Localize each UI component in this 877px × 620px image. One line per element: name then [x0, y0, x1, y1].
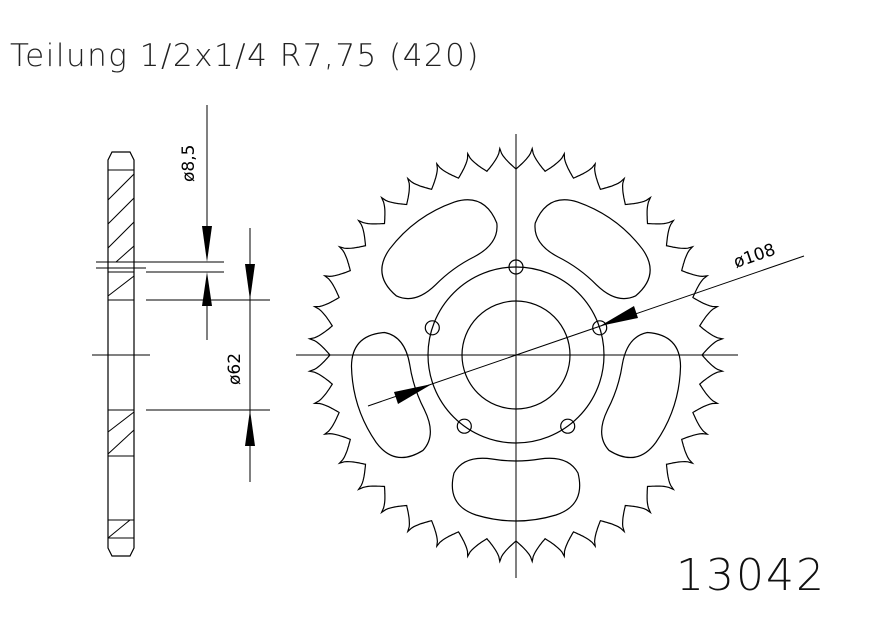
- bolt-hole-diameter-label: ø8,5: [179, 145, 199, 182]
- bolt-circle-dimension: ø62: [146, 228, 270, 482]
- bolt-holes: [424, 259, 608, 434]
- center-bore: [461, 300, 571, 410]
- bolt-hole: [456, 418, 472, 434]
- lightening-hole: [601, 331, 682, 459]
- bolt-hole: [592, 320, 608, 336]
- lightening-holes: [350, 199, 682, 522]
- side-view: [92, 151, 150, 557]
- chain-pitch-title: Teilung 1/2x1/4 R7,75 (420): [10, 38, 480, 74]
- lightening-hole: [534, 199, 651, 300]
- bolt-hole: [560, 418, 576, 434]
- hub-circle: [427, 266, 605, 444]
- sprocket-front-view: ø108: [296, 134, 805, 578]
- part-number: 13042: [676, 550, 826, 601]
- lightening-hole: [381, 199, 498, 300]
- bolt-hole: [508, 259, 524, 275]
- bolt-circle-diameter-label: ø62: [225, 353, 245, 385]
- lightening-hole: [451, 457, 581, 522]
- lightening-hole: [350, 331, 431, 459]
- bolt-hole: [424, 320, 440, 336]
- tooth-profile: [307, 146, 725, 564]
- bolt-hole-dimension: ø8,5: [146, 105, 224, 340]
